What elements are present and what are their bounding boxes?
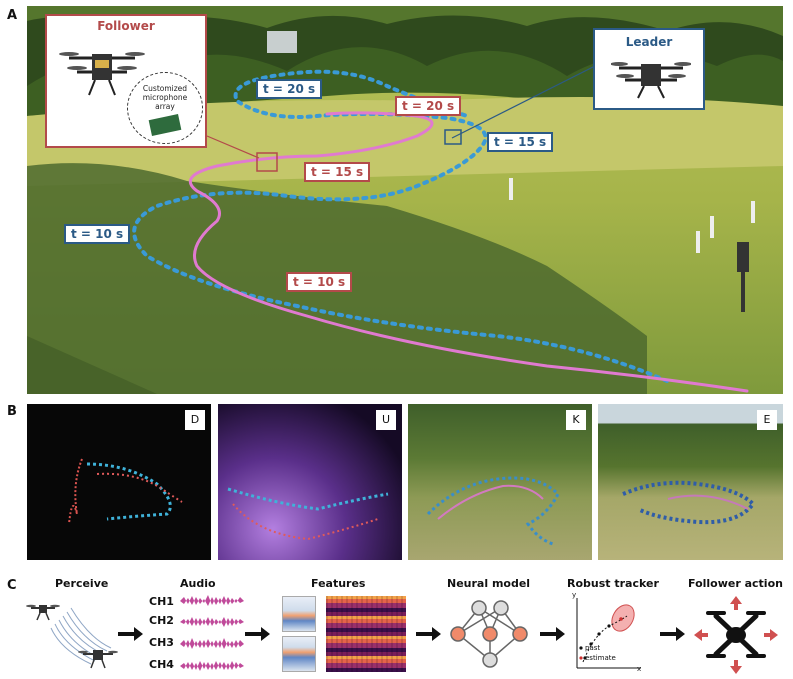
leader-time-label-15: t = 15 s — [487, 132, 554, 152]
leader-title: Leader — [625, 35, 673, 49]
step-tracker-title: Robust tracker — [567, 577, 659, 590]
mic-board-icon — [148, 114, 182, 136]
tile-u: U — [218, 404, 402, 560]
follower-action-drone-icon — [694, 596, 778, 674]
trajectory-forest-image — [426, 476, 560, 546]
tile-k: K — [408, 404, 592, 560]
tracker-axis-y: y — [572, 591, 577, 599]
step-features-title: Features — [311, 577, 366, 590]
follower-inset: Follower Customized microphone array — [45, 14, 207, 148]
leader-drone-small-icon — [26, 604, 60, 621]
tracker-plot: y x past estimate — [569, 591, 645, 674]
step-action-title: Follower action — [688, 577, 783, 590]
leader-time-label-20: t = 20 s — [256, 79, 323, 99]
arrow-right-icon — [416, 627, 441, 641]
arrow-right-icon — [245, 627, 270, 641]
tracker-legend-past: past — [585, 644, 601, 652]
trajectory-smoke-image — [227, 487, 389, 541]
panel-b-letter: B — [7, 404, 17, 419]
channel-label-3: CH3 — [149, 636, 174, 649]
channel-label-1: CH1 — [149, 595, 174, 608]
trajectory-dark-image — [68, 458, 183, 525]
arrow-right-icon — [540, 627, 565, 641]
step-neural-title: Neural model — [447, 577, 531, 590]
feature-map-2 — [282, 636, 316, 672]
leader-inset: Leader — [593, 28, 705, 110]
tracker-axis-x: x — [637, 665, 642, 673]
follower-time-label-15: t = 15 s — [304, 162, 371, 182]
step-audio-title: Audio — [180, 577, 216, 590]
tracker-axes — [576, 598, 641, 669]
leader-drone-icon — [611, 62, 691, 99]
follower-time-label-10: t = 10 s — [286, 272, 353, 292]
follower-drone-icon — [59, 52, 145, 96]
neural-network-diagram — [450, 600, 528, 668]
tile-e-tag: E — [757, 410, 777, 430]
follower-title: Follower — [97, 19, 155, 33]
panel-a-letter: A — [7, 8, 18, 23]
arrow-right-icon — [660, 627, 685, 641]
channel-label-4: CH4 — [149, 658, 174, 671]
trajectory-meadow-image — [622, 480, 756, 525]
step-perceive-title: Perceive — [55, 577, 109, 590]
tile-u-tag: U — [376, 410, 396, 430]
tile-d-tag: D — [185, 410, 205, 430]
follower-drone-small-icon — [78, 650, 118, 669]
follower-time-label-20: t = 20 s — [395, 96, 462, 116]
tile-d: D — [27, 404, 211, 560]
tracker-legend-estimate: estimate — [585, 654, 616, 662]
feature-map-1 — [282, 596, 316, 632]
perceive-illustration — [26, 604, 118, 669]
arrow-right-icon — [118, 627, 143, 641]
microphone-array-callout: Customized microphone array — [127, 72, 203, 144]
tile-e: E — [598, 404, 783, 560]
panel-c-letter: C — [7, 578, 17, 593]
mic-label: Customized microphone array — [142, 84, 188, 111]
tile-k-tag: K — [566, 410, 586, 430]
audio-waveforms — [180, 595, 244, 671]
spectrogram — [326, 596, 406, 672]
channel-label-2: CH2 — [149, 614, 174, 627]
leader-time-label-10: t = 10 s — [64, 224, 131, 244]
